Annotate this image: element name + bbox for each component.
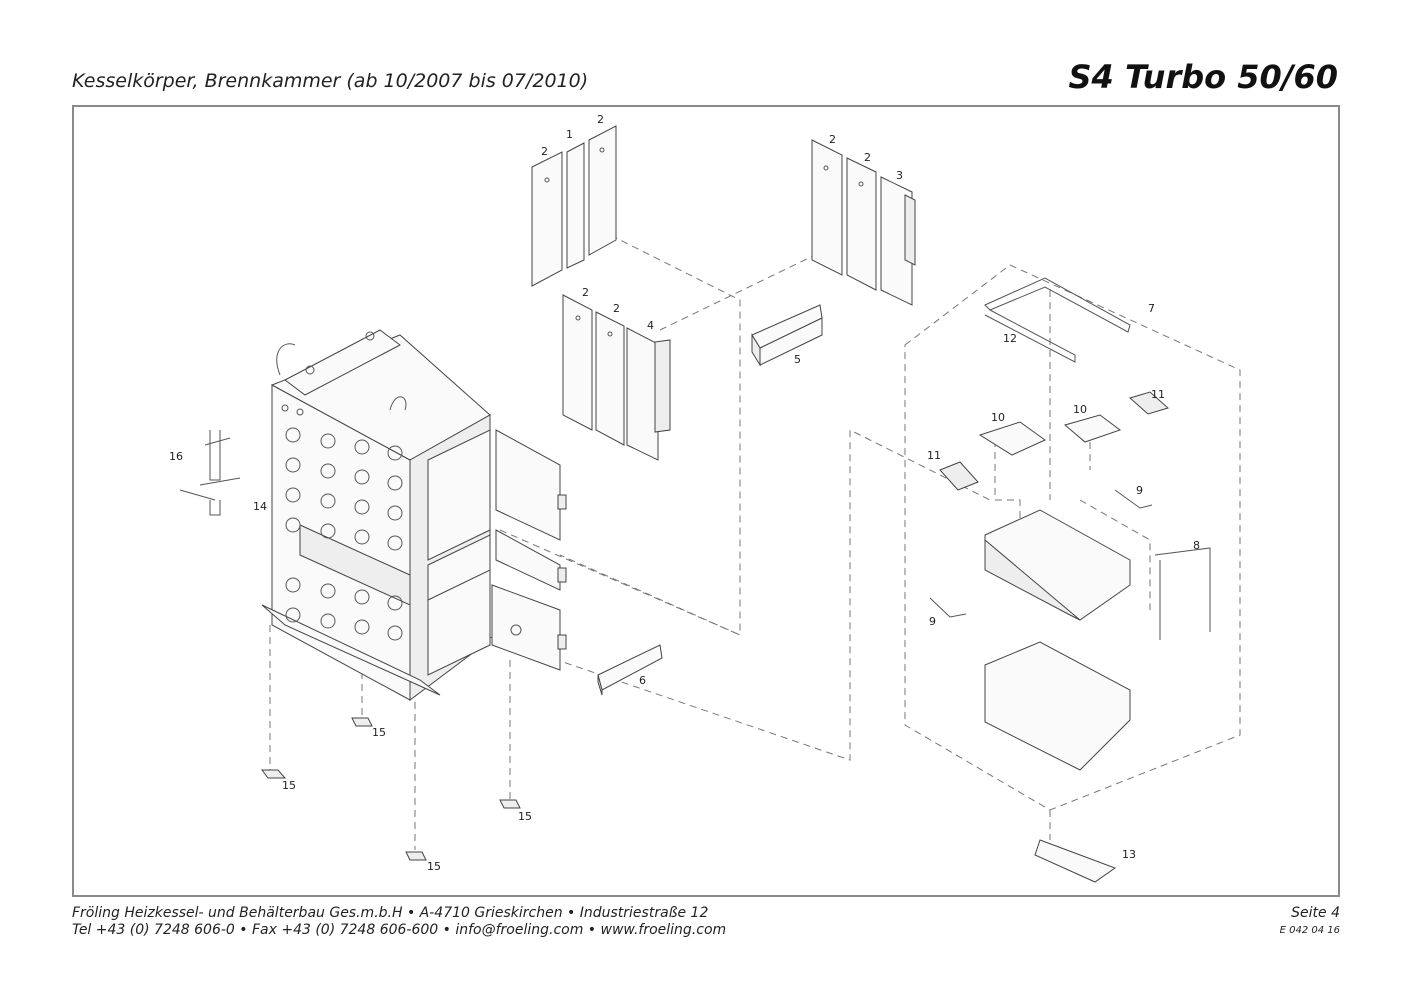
part-16-return-pipe	[179, 430, 241, 516]
label-part-9: 9	[929, 615, 936, 628]
drawing-subtitle: Kesselkörper, Brennkammer (ab 10/2007 bi…	[72, 70, 589, 92]
tube-opening	[320, 523, 336, 539]
label-part-4: 4	[647, 319, 654, 332]
footer-document-code: E 042 04 16	[1279, 925, 1340, 936]
tube-opening	[354, 499, 370, 515]
tube-opening	[320, 433, 336, 449]
part-5-bracket	[751, 304, 823, 367]
part-labels: 2 1 2 2 2 3 2 2 4 5 6 7 8 9 9 10 10 11 1…	[169, 113, 1200, 873]
tube-opening	[320, 613, 336, 629]
tube-opening	[354, 589, 370, 605]
drawing-frame	[72, 105, 1340, 897]
tube-opening	[387, 475, 403, 491]
baffle-plate-group-middle	[562, 294, 671, 461]
baffle-plate-group-top-right	[811, 139, 916, 306]
label-part-10: 10	[991, 411, 1005, 424]
tube-opening	[285, 487, 301, 503]
tube-opening	[320, 493, 336, 509]
label-part-12: 12	[1003, 332, 1017, 345]
tube-opening	[354, 529, 370, 545]
baffle-plate-group-top-left	[531, 125, 617, 287]
label-part-15: 15	[427, 860, 441, 873]
label-part-2: 2	[541, 145, 548, 158]
label-part-11: 11	[1151, 388, 1165, 401]
tube-opening	[387, 625, 403, 641]
label-part-2: 2	[582, 286, 589, 299]
label-part-6: 6	[639, 674, 646, 687]
label-part-15: 15	[372, 726, 386, 739]
footer-contact: Tel +43 (0) 7248 606-0 • Fax +43 (0) 724…	[72, 922, 727, 938]
label-part-2: 2	[613, 302, 620, 315]
label-part-14: 14	[253, 500, 267, 513]
label-part-10: 10	[1073, 403, 1087, 416]
tube-opening	[354, 619, 370, 635]
tube-opening	[387, 535, 403, 551]
label-part-11: 11	[927, 449, 941, 462]
label-part-13: 13	[1122, 848, 1136, 861]
floor-pads	[261, 717, 521, 861]
label-part-15: 15	[282, 779, 296, 792]
label-part-5: 5	[794, 353, 801, 366]
label-part-1: 1	[566, 128, 573, 141]
label-part-2: 2	[864, 151, 871, 164]
boiler-tube-openings	[285, 427, 403, 641]
footer-page-number: Seite 4	[1291, 905, 1340, 921]
drawing-title: S4 Turbo 50/60	[1068, 58, 1339, 96]
tube-opening	[387, 445, 403, 461]
label-part-16: 16	[169, 450, 183, 463]
boiler-doors	[427, 429, 567, 676]
tube-opening	[320, 583, 336, 599]
tube-opening	[320, 463, 336, 479]
tube-opening	[387, 595, 403, 611]
label-part-3: 3	[896, 169, 903, 182]
label-part-2: 2	[597, 113, 604, 126]
tube-opening	[285, 457, 301, 473]
tube-opening	[285, 607, 301, 623]
tube-opening	[285, 577, 301, 593]
label-part-8: 8	[1193, 539, 1200, 552]
label-part-9: 9	[1136, 484, 1143, 497]
label-part-2: 2	[829, 133, 836, 146]
footer-company-address: Fröling Heizkessel- und Behälterbau Ges.…	[72, 905, 709, 921]
tube-opening	[285, 427, 301, 443]
tube-opening	[354, 469, 370, 485]
label-part-15: 15	[518, 810, 532, 823]
label-part-7: 7	[1148, 302, 1155, 315]
part-6-bracket	[597, 644, 663, 696]
combustion-chamber-parts	[929, 277, 1211, 883]
tube-opening	[387, 505, 403, 521]
tube-opening	[354, 439, 370, 455]
tube-opening	[285, 517, 301, 533]
